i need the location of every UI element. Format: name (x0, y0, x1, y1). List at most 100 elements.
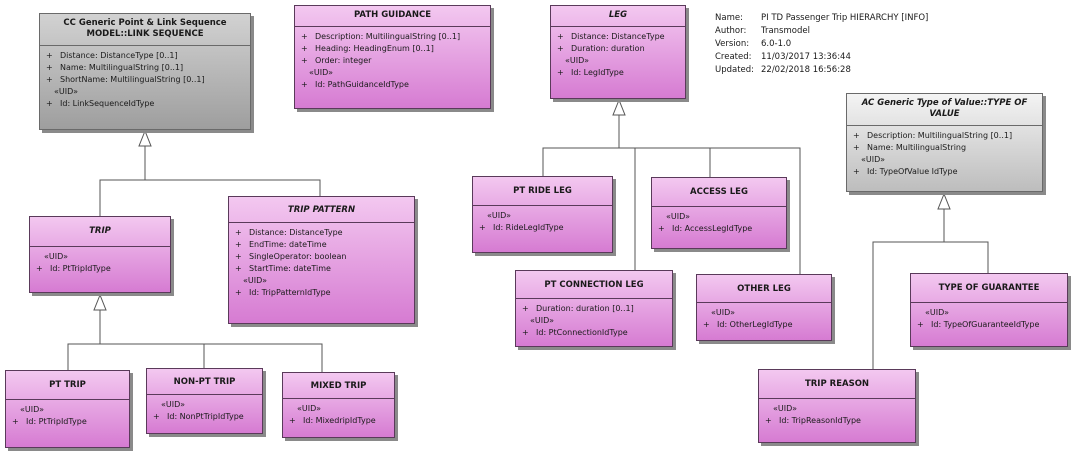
uid-attribute: +Id: PathGuidanceIdType (301, 80, 409, 89)
attribute: +ShortName: MultilingualString [0..1] (46, 75, 205, 84)
class-pt-trip[interactable]: PT TRIP «UID» +Id: PtTripIdType (5, 370, 130, 448)
uid-stereotype: «UID» (487, 211, 512, 220)
class-title: PATH GUIDANCE (295, 6, 490, 27)
uid-attribute: +Id: TripPatternIdType (235, 288, 331, 297)
uid-attribute: +Id: AccessLegIdType (658, 224, 753, 233)
generalization-arrowhead (93, 293, 107, 311)
class-attributes: «UID» +Id: RideLegIdType (473, 206, 612, 238)
uid-attribute: +Id: RideLegIdType (479, 223, 564, 232)
generalization-line (99, 146, 146, 216)
diagram-info: Name:PI TD Passenger Trip HIERARCHY [INF… (715, 12, 928, 77)
uid-stereotype: «UID» (773, 404, 798, 413)
attribute: +EndTime: dateTime (235, 240, 327, 249)
attribute: +SingleOperator: boolean (235, 252, 347, 261)
uid-attribute: +Id: TypeOfGuaranteeIdType (917, 320, 1040, 329)
class-trip[interactable]: TRIP «UID» +Id: PtTripIdType (29, 216, 171, 293)
attribute: +Heading: HeadingEnum [0..1] (301, 44, 434, 53)
class-title: LEG (551, 6, 685, 27)
class-attributes: +Duration: duration [0..1] «UID» +Id: Pt… (516, 299, 672, 343)
generalization-line (100, 343, 323, 372)
uid-attribute: +Id: PtConnectionIdType (522, 328, 628, 337)
uid-stereotype: «UID» (44, 252, 69, 261)
class-title: CC Generic Point & Link Sequence MODEL::… (40, 14, 250, 46)
class-attributes: +Distance: DistanceType +Duration: durat… (551, 27, 685, 83)
uid-attribute: +Id: NonPtTripIdType (153, 412, 244, 421)
class-title: MIXED TRIP (283, 373, 394, 399)
class-other-leg[interactable]: OTHER LEG «UID» +Id: OtherLegIdType (696, 274, 832, 341)
class-link-sequence[interactable]: CC Generic Point & Link Sequence MODEL::… (39, 13, 251, 130)
uid-stereotype: «UID» (297, 404, 322, 413)
uid-attribute: +Id: OtherLegIdType (703, 320, 793, 329)
generalization-line (145, 179, 321, 196)
class-attributes: «UID» +Id: TypeOfGuaranteeIdType (911, 303, 1067, 335)
generalization-line (67, 310, 101, 370)
class-non-pt-trip[interactable]: NON-PT TRIP «UID» +Id: NonPtTripIdType (146, 368, 263, 434)
attribute: +Name: MultilingualString (853, 143, 967, 152)
class-trip-reason[interactable]: TRIP REASON «UID» +Id: TripReasonIdType (758, 369, 916, 443)
uid-attribute: +Id: PtTripIdType (12, 417, 87, 426)
attribute: +Distance: DistanceType (557, 32, 665, 41)
generalization-line (619, 147, 636, 270)
class-access-leg[interactable]: ACCESS LEG «UID» +Id: AccessLegIdType (651, 177, 787, 249)
uid-stereotype: «UID» (243, 276, 268, 285)
uid-stereotype: «UID» (309, 68, 334, 77)
attribute: +Name: MultilingualString [0..1] (46, 63, 184, 72)
uid-stereotype: «UID» (530, 316, 555, 325)
generalization-arrowhead (612, 98, 626, 116)
uid-attribute: +Id: TripReasonIdType (765, 416, 861, 425)
class-attributes: +Distance: DistanceType [0..1] +Name: Mu… (40, 46, 250, 114)
class-title: TRIP (30, 217, 170, 247)
class-attributes: «UID» +Id: NonPtTripIdType (147, 395, 262, 427)
class-leg[interactable]: LEG +Distance: DistanceType +Duration: d… (550, 5, 686, 99)
uid-stereotype: «UID» (666, 212, 691, 221)
uid-stereotype: «UID» (861, 155, 886, 164)
class-attributes: «UID» +Id: OtherLegIdType (697, 303, 831, 335)
uid-stereotype: «UID» (711, 308, 736, 317)
generalization-line (619, 147, 711, 177)
class-pt-connection-leg[interactable]: PT CONNECTION LEG +Duration: duration [0… (515, 270, 673, 347)
uid-stereotype: «UID» (925, 308, 950, 317)
class-attributes: +Description: MultilingualString [0..1] … (295, 27, 490, 95)
class-trip-pattern[interactable]: TRIP PATTERN +Distance: DistanceType +En… (228, 196, 415, 324)
generalization-arrowhead (138, 129, 152, 147)
attribute: +Description: MultilingualString [0..1] (301, 32, 461, 41)
class-title: TRIP PATTERN (229, 197, 414, 223)
class-title: OTHER LEG (697, 275, 831, 303)
generalization-line (542, 115, 620, 176)
info-row-updated: Updated:22/02/2018 16:56:28 (715, 65, 851, 75)
class-attributes: «UID» +Id: AccessLegIdType (652, 207, 786, 239)
class-mixed-trip[interactable]: MIXED TRIP «UID» +Id: MixedripIdType (282, 372, 395, 438)
class-title: PT CONNECTION LEG (516, 271, 672, 299)
uid-attribute: +Id: MixedripIdType (289, 416, 376, 425)
uid-attribute: +Id: LinkSequenceIdType (46, 99, 155, 108)
class-attributes: +Description: MultilingualString [0..1] … (847, 126, 1042, 182)
uid-attribute: +Id: LegIdType (557, 68, 624, 77)
generalization-line (619, 147, 801, 274)
info-row-author: Author:Transmodel (715, 26, 810, 36)
class-title: NON-PT TRIP (147, 369, 262, 395)
attribute: +Duration: duration (557, 44, 645, 53)
class-pt-ride-leg[interactable]: PT RIDE LEG «UID» +Id: RideLegIdType (472, 176, 613, 253)
attribute: +Distance: DistanceType (235, 228, 343, 237)
class-path-guidance[interactable]: PATH GUIDANCE +Description: Multilingual… (294, 5, 491, 109)
class-type-of-guarantee[interactable]: TYPE OF GUARANTEE «UID» +Id: TypeOfGuara… (910, 273, 1068, 347)
class-attributes: «UID» +Id: PtTripIdType (30, 247, 170, 279)
attribute: +StartTime: dateTime (235, 264, 331, 273)
class-title: AC Generic Type of Value::TYPE OF VALUE (847, 94, 1042, 126)
info-row-version: Version:6.0-1.0 (715, 39, 792, 49)
class-title: PT TRIP (6, 371, 129, 400)
uid-stereotype: «UID» (54, 87, 79, 96)
uid-stereotype: «UID» (565, 56, 590, 65)
attribute: +Distance: DistanceType [0..1] (46, 51, 178, 60)
info-row-created: Created:11/03/2017 13:36:44 (715, 52, 851, 62)
generalization-line (944, 241, 989, 273)
class-attributes: «UID» +Id: MixedripIdType (283, 399, 394, 431)
class-title: TYPE OF GUARANTEE (911, 274, 1067, 303)
attribute: +Description: MultilingualString [0..1] (853, 131, 1013, 140)
class-title: TRIP REASON (759, 370, 915, 399)
uid-attribute: +Id: TypeOfValue IdType (853, 167, 958, 176)
generalization-line (872, 209, 945, 369)
class-attributes: +Distance: DistanceType +EndTime: dateTi… (229, 223, 414, 303)
class-type-of-value[interactable]: AC Generic Type of Value::TYPE OF VALUE … (846, 93, 1043, 192)
